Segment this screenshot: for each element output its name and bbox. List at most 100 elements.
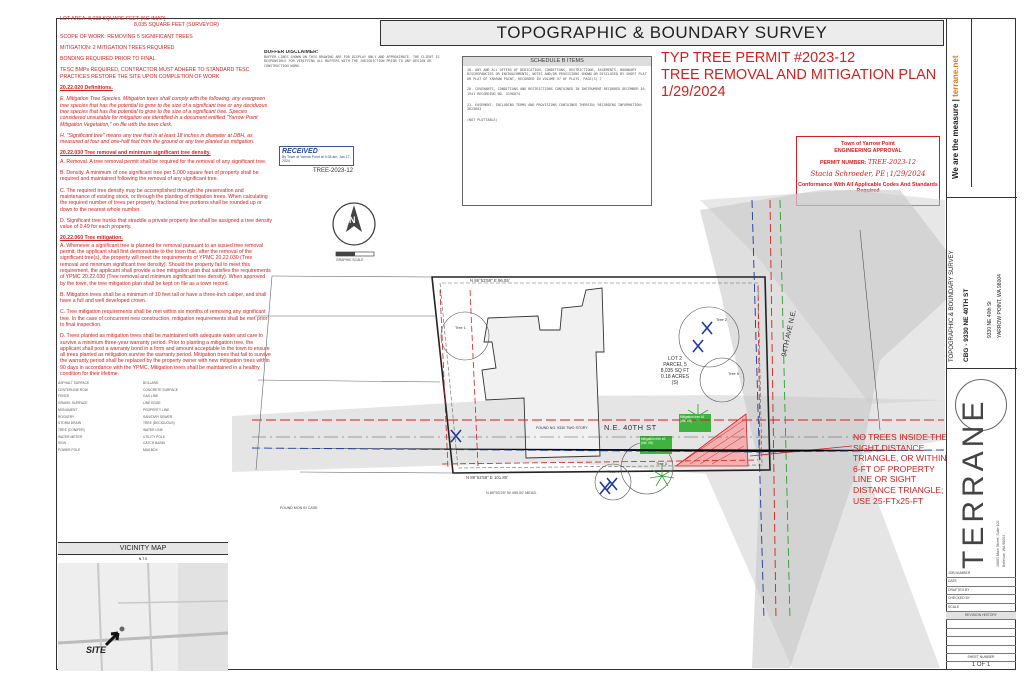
parcel-info: LOT 2 PARCEL 5 8,035 SQ FT 0.18 ACRES (S… <box>660 356 690 386</box>
checked-label: CHECKED BY <box>948 596 971 601</box>
legend-item: LINE EDGE <box>143 401 161 406</box>
setback-line <box>439 282 763 469</box>
tree-label-2: Tree 2 <box>716 318 727 322</box>
tree-protection-line <box>757 285 761 461</box>
job-number-label: JOB NUMBER <box>948 571 971 575</box>
note-bonding: BONDING REQUIRED PRIOR TO FINAL <box>60 56 156 63</box>
legend-item: CENTERLINE ROW <box>58 387 88 392</box>
requirements-heading: 20.22.030 Tree removal and minimum signi… <box>60 150 211 157</box>
legend: ASPHALT SURFACE BOLLARD CENTERLINE ROW C… <box>58 380 228 542</box>
scale-label: SCALE <box>948 604 960 609</box>
legend-item: ASPHALT SURFACE <box>58 381 90 385</box>
page-title: TOPOGRAPHIC & BOUNDARY SURVEY <box>380 20 944 46</box>
vicinity-scale: N.T.S <box>138 557 148 561</box>
mitigation-tree-icon <box>649 464 675 487</box>
disclaimer-body: BUFFER LINES SHOWN ON THIS DRAWING ARE F… <box>264 54 440 68</box>
adjacent-lot-line <box>255 275 273 471</box>
sheet-label: SHEET NUMBER <box>967 654 995 659</box>
removed-tree-marker <box>701 321 713 335</box>
requirement-b: B. Density. A minimum of one significant… <box>60 170 259 183</box>
permit-line-3: 1/29/2024 <box>661 84 726 100</box>
sewer-line <box>779 199 791 621</box>
sheet-number: 1 OF 1 <box>971 662 991 669</box>
tagline: We are the measure <box>951 103 960 179</box>
mitigation-c: C. Tree mitigation requirements shall be… <box>60 309 268 328</box>
definition-e: E. Mitigation Tree Species. Mitigation t… <box>60 96 268 128</box>
acres-label: 0.18 ACRES (S) <box>660 374 690 386</box>
note-scope: SCOPE OF WORK: REMOVING 5 SIGNIFICANT TR… <box>60 33 193 40</box>
revision-row <box>946 629 1016 638</box>
legend-item: GAS LINE <box>143 394 159 399</box>
vicinity-site-label: SITE <box>86 645 107 655</box>
north-arrow-pointer <box>346 205 362 232</box>
tree-permit-id: TREE-2023-12 <box>313 168 354 174</box>
site-arrow-icon <box>104 631 120 647</box>
permit-line-1: TYP TREE PERMIT #2023-12 <box>661 50 856 66</box>
date-row: DATE <box>946 578 1016 587</box>
legend-item: MAILBOX <box>143 448 158 453</box>
street-label-ne-40th: N.E. 40TH ST <box>604 423 657 432</box>
sight-distance-triangle <box>674 413 749 467</box>
tree-label-3: Tree 3 <box>656 462 667 466</box>
mitigation-heading: 20.22.060 Tree mitigation. <box>60 235 123 242</box>
approval-dept: ENGINEERING APPROVAL <box>834 148 902 154</box>
mitigation-tree-2-label: Mitigation tree #2 (dbl. 0ft) <box>641 437 666 445</box>
legend-item: TREE (DECIDUOUS) <box>143 421 175 426</box>
house-label: FOUND NO. 9330 TWO STORY <box>536 426 588 430</box>
vicinity-map-image <box>58 563 228 671</box>
removed-tree-marker <box>692 339 704 353</box>
company-address: 10801 Main Street, Suite 102 <box>996 520 1000 567</box>
vicinity-map: VICINITY MAP N.T.S SITE <box>58 542 228 671</box>
note-lot-area-surveyor: 8,035 SQUARE FEET (SURVEYOR) <box>134 22 219 29</box>
project-address-2: YARROW POINT, WA 98004 <box>997 274 1003 338</box>
requirement-c: C. The required tree density may be acco… <box>60 187 268 213</box>
mitigation-d: D. Trees planted as mitigation trees sha… <box>60 333 271 378</box>
legend-item: WATER METER <box>58 434 82 439</box>
house-footprint <box>481 287 605 459</box>
note-mitigation: MITIGATION: 2 MITIGATION TREES REQUIRED <box>60 44 175 51</box>
note-lot-area: LOT AREA: 8,038 SQUARE FEET (KC-IMAP) <box>60 16 166 22</box>
graphic-scale-bar-fill <box>336 252 355 256</box>
disclaimer-title: BUFFER DISCLAIMER: <box>264 50 319 55</box>
job-number-row: JOB NUMBER <box>946 570 1016 579</box>
legend-item: CONCRETE SURFACE <box>143 387 178 392</box>
sheet-number-row: SHEET NUMBER <box>946 654 1016 663</box>
south-bearing: N 89°53'59" E 101.80' <box>466 475 508 480</box>
buffer-disclaimer: BUFFER DISCLAIMER: BUFFER LINES SHOWN ON… <box>264 50 454 134</box>
schedule-title: SCHEDULE B ITEMS <box>463 57 651 66</box>
schedule-item: 20. COVENANTS, CONDITIONS AND RESTRICTIO… <box>467 87 647 96</box>
revision-row <box>946 646 1016 654</box>
permit-header: TYP TREE PERMIT #2023-12 TREE REMOVAL AN… <box>661 50 936 101</box>
tree-label-1: Tree 1 <box>455 326 466 330</box>
property-boundary <box>431 276 771 474</box>
permit-number-label: PERMIT NUMBER: <box>819 160 867 166</box>
tree-label-5: Tree 5 <box>728 372 739 376</box>
brand-column: We are the measure | terrane.net <box>947 19 972 187</box>
received-label: RECEIVED <box>282 148 318 155</box>
brand-tagline: We are the measure | terrane.net <box>951 55 960 180</box>
company-logo: TERRANE <box>957 397 990 569</box>
north-bearing: N 89°53'59" E 96.05' <box>470 278 510 283</box>
permit-line-2: TREE REMOVAL AND MITIGATION PLAN <box>661 67 937 83</box>
mitigation-a: A. Whenever a significant tree is planne… <box>60 242 271 287</box>
legend-item: GRAVEL SURFACE <box>58 401 88 406</box>
legend-item: STORM DRAIN <box>58 421 82 426</box>
schedule-b: SCHEDULE B ITEMS 10. ANY AND ALL OFFERS … <box>462 56 652 206</box>
legend-item: TREE (CONIFER) <box>58 427 85 432</box>
revision-label: REVISION HISTORY <box>964 612 998 617</box>
legend-item: SANITARY SEWER <box>143 414 173 419</box>
found-monument: FOUND MON IN CASE <box>280 506 318 510</box>
north-label: N <box>349 215 356 225</box>
removed-tree-marker <box>450 429 462 443</box>
tree-protection-line <box>441 459 759 465</box>
revision-history: REVISION HISTORY <box>946 611 1016 621</box>
map-pin-icon <box>119 626 125 632</box>
tree-canopy <box>440 311 490 361</box>
legend-item: ROCKERY <box>58 414 75 419</box>
legend-item: UTILITY POLE <box>143 434 165 439</box>
area-label: 8,035 SQ FT <box>660 368 690 374</box>
removed-tree-marker <box>606 477 618 491</box>
sight-triangle-hatch <box>681 419 745 465</box>
requirement-a: A. Removal. A tree removal permit shall … <box>60 158 267 165</box>
revision-row <box>946 620 1016 629</box>
